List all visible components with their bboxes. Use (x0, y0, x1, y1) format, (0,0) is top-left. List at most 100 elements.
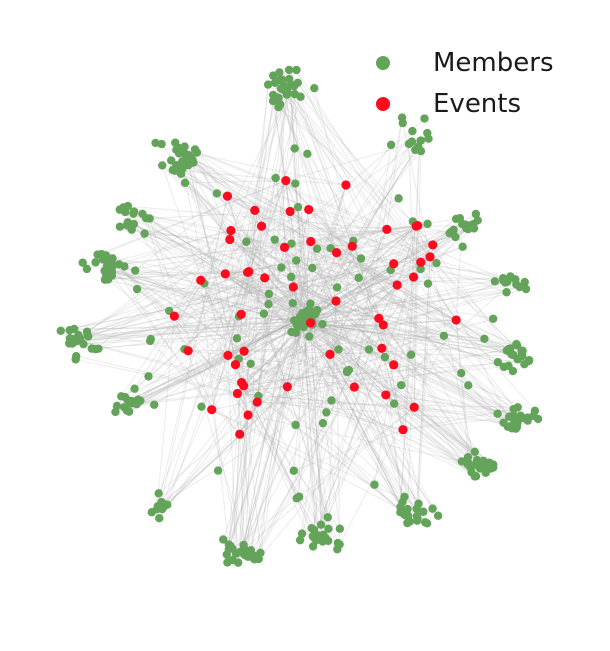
edge (303, 132, 428, 322)
edge (417, 244, 434, 519)
edge (104, 256, 431, 281)
edge (112, 257, 307, 318)
edge (229, 239, 490, 464)
edge (131, 244, 433, 402)
edge (311, 323, 511, 349)
member-node (72, 351, 81, 361)
edge (226, 195, 338, 550)
edge (305, 317, 484, 462)
event-node (413, 221, 423, 231)
edge (286, 141, 413, 387)
edge (330, 344, 518, 355)
edge (111, 271, 308, 324)
member-node (521, 284, 531, 294)
edge (60, 256, 431, 332)
event-node (398, 425, 408, 435)
legend-item-events: Events (370, 83, 554, 124)
edge (290, 85, 302, 316)
edge (237, 318, 494, 394)
edge (227, 223, 463, 356)
edge (310, 319, 485, 340)
edge (286, 91, 338, 253)
member-node (172, 161, 181, 170)
edge (74, 279, 201, 342)
member-node (419, 507, 428, 516)
edge (378, 281, 506, 319)
member-node (284, 65, 294, 75)
edge (118, 263, 258, 403)
edge (237, 414, 249, 563)
member-node (144, 372, 153, 381)
edge (272, 94, 291, 212)
member-node (318, 537, 327, 546)
member-node (310, 83, 319, 93)
edge (296, 69, 457, 321)
edge (261, 225, 525, 365)
member-node (120, 262, 129, 271)
edge (241, 414, 249, 553)
member-node (82, 327, 92, 336)
member-node (121, 207, 130, 217)
edge (142, 213, 414, 278)
edge (383, 288, 527, 326)
edge (230, 230, 469, 386)
edge (126, 224, 398, 286)
edge (161, 256, 431, 510)
edge (402, 140, 422, 430)
edge (302, 319, 439, 517)
member-node (470, 447, 479, 456)
edge (306, 321, 512, 355)
edge (149, 340, 241, 435)
member-node (506, 344, 515, 353)
member-node (129, 207, 139, 216)
edge (76, 317, 379, 342)
edge (310, 241, 510, 350)
member-node (285, 74, 294, 84)
edge (200, 229, 454, 281)
edge (393, 221, 414, 264)
member-node (124, 407, 134, 416)
member-node (295, 535, 305, 545)
edge (303, 325, 317, 541)
member-node (480, 334, 489, 343)
edge (200, 279, 329, 530)
event-node (281, 176, 291, 186)
member-node (500, 278, 510, 287)
member-node (471, 209, 481, 219)
event-node (252, 397, 262, 407)
edge (243, 350, 472, 473)
edge (313, 320, 536, 412)
edge (243, 84, 269, 352)
edge (261, 225, 310, 320)
edge (297, 82, 431, 258)
edge (104, 225, 417, 281)
member-node (150, 400, 159, 409)
edge (353, 386, 434, 509)
member-node (439, 331, 449, 341)
edge (247, 84, 269, 273)
edge (382, 324, 492, 469)
edge (397, 283, 428, 286)
member-node (423, 279, 433, 288)
edge (274, 82, 387, 396)
edge (196, 152, 388, 230)
member-node (463, 452, 473, 462)
member-node (228, 555, 237, 565)
edge (235, 364, 403, 503)
member-node (312, 244, 322, 253)
edge (307, 319, 510, 418)
edge (264, 277, 309, 312)
edge (237, 392, 514, 417)
edge (300, 317, 507, 352)
edge (455, 223, 463, 321)
member-node (342, 367, 352, 377)
member-node (386, 140, 396, 150)
edge (237, 392, 520, 420)
event-node (416, 257, 426, 267)
edge (297, 320, 329, 541)
edge (228, 271, 250, 545)
edge (104, 257, 355, 388)
member-node (82, 264, 92, 274)
member-node (79, 339, 88, 349)
edge (243, 225, 417, 550)
